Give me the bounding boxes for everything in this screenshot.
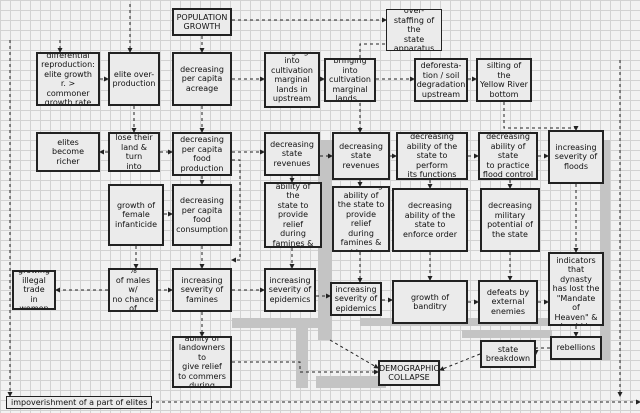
node-males-no-marriage: growing % of males w/ no chance of marri… [108,268,158,312]
node-increasing-epidemics-1: increasing severity of epidemics [264,268,316,312]
node-female-infanticide: growth of female infanticide [108,184,164,246]
node-decreasing-revenues-1: decreasing state revenues [264,132,320,176]
causal-arrow [232,361,379,375]
node-decreasing-order: decreasing ability of the state to enfor… [392,188,468,252]
causal-arrow [533,347,550,355]
node-illegal-trade-women: growing illegal trade in women [12,270,56,310]
node-population-growth: POPULATION GROWTH [172,8,232,36]
route-band [296,318,308,388]
node-increasing-famines: increasing severity of famines [172,268,232,312]
node-peasants-lose-land: peasants lose their land & turn into ten… [108,132,160,172]
node-marginal-lands-2: bringing into cultivation marginal lands… [324,58,376,102]
node-demographic-collapse: DEMOGRAPHIC COLLAPSE [378,360,440,386]
node-decreasing-flood-control: decreasing ability of state to practice … [478,132,538,180]
node-marginal-lands-upstream: bringing into cultivation marginal lands… [264,52,320,108]
causal-arrow [231,159,241,263]
node-rebellions: rebellions [550,336,602,360]
node-differential-reproduction: differential reproduction: elite growth … [36,52,100,106]
node-decreasing-military: decreasing military potential of the sta… [480,188,540,252]
node-mandate-heaven: growing # of indicators that dynasty has… [548,252,604,326]
node-decreasing-revenues-2: decreasing state revenues [332,132,390,180]
node-overstaffing: over- staffing of the state apparatus [386,9,442,51]
route-band [316,376,386,388]
node-decreasing-food-consumption: decreasing per capita food consumption [172,184,232,246]
route-band [232,318,318,328]
causal-arrow [329,339,379,369]
causal-arrow [357,43,415,133]
node-impoverishment: impoverishment of a part of elites [6,396,152,409]
node-increasing-floods: increasing severity of floods [548,130,604,184]
causal-arrow [503,102,579,131]
node-deforestation: deforestа- tion / soil degradation upstr… [414,58,468,102]
node-external-defeats: defeats by external enemies [478,280,538,324]
node-state-breakdown: state breakdown [480,340,536,368]
node-decreasing-ability-functions: decreasing ability of the state to perfo… [396,132,468,180]
node-growth-banditry: growth of banditry [392,280,468,324]
node-silting: silting of the Yellow River bottom [476,58,532,102]
node-decreasing-food-production: decreasing per capita food production [172,132,232,176]
route-band [600,140,610,360]
causal-arrow [439,353,481,371]
route-band [462,330,552,338]
node-landowners-relief: decreasing ability of landowners to give… [172,336,232,388]
node-decreasing-relief-2: decreasing ability of the state to provi… [332,186,390,252]
node-elites-richer: elites become richer [36,132,100,172]
route-band [360,318,590,326]
node-elite-overproduction: elite over- production [108,52,160,106]
node-increasing-epidemics-2: increasing severity of epidemics [330,282,382,316]
node-decreasing-acreage: decreasing per capita acreage [172,52,232,106]
node-decreasing-relief-1: decreasing ability of the state to provi… [264,182,322,248]
